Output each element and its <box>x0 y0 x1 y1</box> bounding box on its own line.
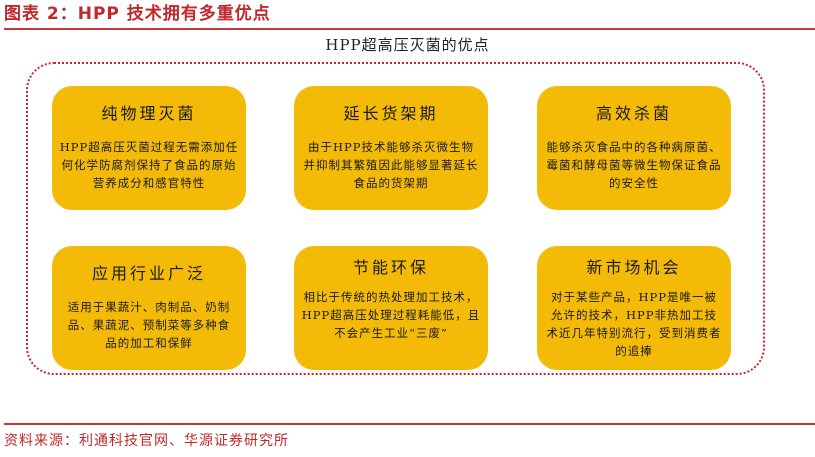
card-new-market-opportunity: 新市场机会 对于某些产品，HPP是唯一被允许的技术，HPP非热加工技术近几年特别… <box>537 246 731 370</box>
card-efficient-sterilization: 高效杀菌 能够杀灭食品中的各种病原菌、霉菌和酵母菌等微生物保证食品的安全性 <box>537 86 731 210</box>
card-extend-shelf-life: 延长货架期 由于HPP技术能够杀灭微生物并抑制其繁殖因此能够显著延长食品的货架期 <box>294 86 488 210</box>
source-divider <box>4 423 815 425</box>
source-note: 资料来源：利通科技官网、华源证券研究所 <box>4 433 289 449</box>
card-body: 能够杀灭食品中的各种病原菌、霉菌和酵母菌等微生物保证食品的安全性 <box>546 140 722 190</box>
card-heading: 延长货架期 <box>343 104 439 123</box>
diagram-title: HPP超高压灭菌的优点 <box>325 36 490 54</box>
card-heading: 高效杀菌 <box>595 104 672 123</box>
card-body: 适用于果蔬汁、肉制品、奶制品、果蔬泥、预制菜等多种食品的加工和保鲜 <box>67 300 231 350</box>
card-energy-saving: 节能环保 相比于传统的热处理加工技术，HPP超高压处理过程耗能低，且不会产生工业… <box>294 246 488 370</box>
card-heading: 新市场机会 <box>586 258 682 277</box>
card-pure-physical-sterilization: 纯物理灭菌 HPP超高压灭菌过程无需添加任何化学防腐剂保持了食品的原始营养成分和… <box>52 86 246 210</box>
card-wide-application: 应用行业广泛 适用于果蔬汁、肉制品、奶制品、果蔬泥、预制菜等多种食品的加工和保鲜 <box>52 246 246 370</box>
dotted-frame <box>26 62 765 375</box>
title-divider <box>4 28 815 30</box>
card-heading: 节能环保 <box>352 258 429 277</box>
card-body: HPP超高压灭菌过程无需添加任何化学防腐剂保持了食品的原始营养成分和感官特性 <box>59 140 239 190</box>
card-body: 对于某些产品，HPP是唯一被允许的技术，HPP非热加工技术近几年特别流行，受到消… <box>546 290 722 358</box>
card-heading: 纯物理灭菌 <box>101 104 197 123</box>
card-body: 相比于传统的热处理加工技术，HPP超高压处理过程耗能低，且不会产生工业“三废” <box>301 290 481 340</box>
card-heading: 应用行业广泛 <box>91 264 206 283</box>
figure-title: 图表 2：HPP 技术拥有多重优点 <box>4 4 271 24</box>
card-body: 由于HPP技术能够杀灭微生物并抑制其繁殖因此能够显著延长食品的货架期 <box>303 140 479 190</box>
